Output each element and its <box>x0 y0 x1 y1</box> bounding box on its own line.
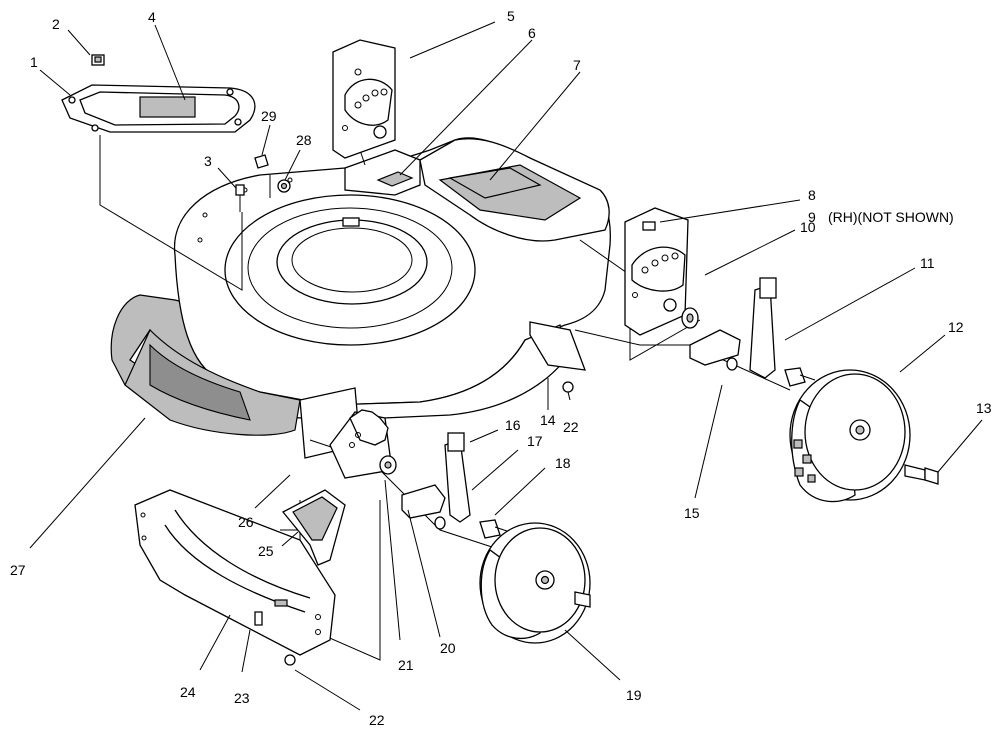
callout-22-lower: 22 <box>369 712 385 728</box>
callout-21: 21 <box>398 657 414 673</box>
rear-decal-7 <box>448 167 542 199</box>
callout-1: 1 <box>30 54 38 70</box>
callout-15: 15 <box>684 505 700 521</box>
discharge-chute <box>281 489 346 566</box>
screw-23 <box>254 611 263 626</box>
callout-2: 2 <box>52 16 60 32</box>
callout-labels: 1 2 3 4 5 6 7 8 9 (RH)(NOT SHOWN) 10 11 … <box>10 8 992 728</box>
callout-28: 28 <box>296 132 312 148</box>
callout-6: 6 <box>528 25 536 41</box>
callout-11: 11 <box>920 255 935 271</box>
callout-24: 24 <box>180 684 196 700</box>
callout-26: 26 <box>238 514 254 530</box>
front-wheel-hardware <box>379 432 511 539</box>
rear-wheel-hardware <box>681 277 816 387</box>
callout-14: 14 <box>540 412 556 428</box>
front-wheel <box>479 522 591 644</box>
callout-25: 25 <box>258 543 274 559</box>
callout-9: 9 <box>808 209 816 225</box>
right-height-adjuster-bracket <box>624 207 689 336</box>
callout-leaders <box>29 21 983 711</box>
callout-23: 23 <box>234 690 250 706</box>
callout-10: 10 <box>800 219 816 235</box>
clip-nut <box>91 54 105 66</box>
rear-plate <box>61 84 256 133</box>
rear-wheel-bolt <box>904 464 939 485</box>
callout-9-note: (RH)(NOT SHOWN) <box>828 209 954 225</box>
nut-22-lower <box>284 654 296 666</box>
bolt-3 <box>235 184 245 212</box>
callout-5: 5 <box>507 8 515 24</box>
baffle-14 <box>529 321 586 393</box>
callout-18: 18 <box>555 455 571 471</box>
callout-4: 4 <box>148 9 156 25</box>
nuts-28-29 <box>254 154 291 193</box>
callout-3: 3 <box>204 153 212 169</box>
callout-27: 27 <box>10 562 26 578</box>
front-skirt <box>134 489 336 656</box>
callout-29: 29 <box>261 108 277 124</box>
callout-19: 19 <box>626 687 642 703</box>
callout-13: 13 <box>976 400 992 416</box>
left-height-adjuster-bracket <box>332 39 396 159</box>
callout-12: 12 <box>948 319 964 335</box>
callout-22-upper: 22 <box>563 419 579 435</box>
rear-wheel <box>789 369 911 503</box>
callout-7: 7 <box>573 57 581 73</box>
callout-20: 20 <box>440 640 456 656</box>
callout-16: 16 <box>505 417 521 433</box>
callout-17: 17 <box>527 433 543 449</box>
decal-6 <box>376 171 414 187</box>
left-height-adjuster-plate <box>329 409 393 479</box>
callout-8: 8 <box>808 187 816 203</box>
